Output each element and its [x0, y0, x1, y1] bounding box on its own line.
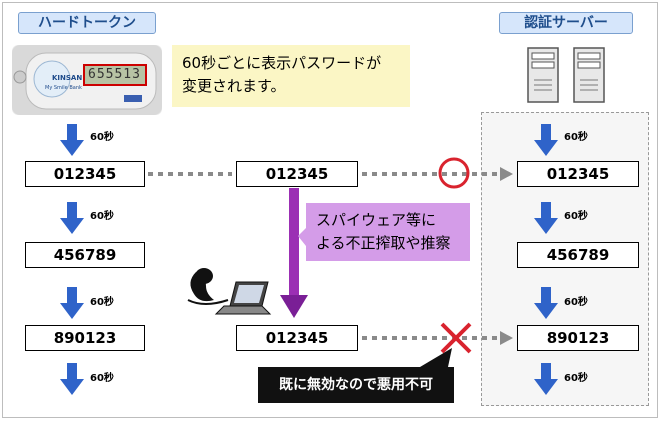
token-code-3: 890123: [25, 325, 145, 351]
intercepted-code-1: 012345: [236, 161, 358, 187]
interval-label: 60秒: [564, 132, 588, 143]
server-code-3: 890123: [517, 325, 639, 351]
token-brand: KINSAN: [52, 74, 83, 82]
hard-token-header: ハードトークン: [18, 12, 156, 34]
callout-line-1: 60秒ごとに表示パスワードが: [182, 54, 382, 72]
rotation-callout: 60秒ごとに表示パスワードが 変更されます。: [172, 45, 410, 107]
spyware-note-line-1: スパイウェア等に: [316, 211, 437, 229]
interval-arrow-icon: [60, 287, 84, 319]
spyware-note-line-2: よる不正搾取や推察: [316, 234, 451, 252]
interval-label: 60秒: [90, 297, 114, 308]
interval-arrow-icon: [534, 202, 558, 234]
server-code-2: 456789: [517, 242, 639, 268]
token-display: 655513: [88, 67, 141, 82]
token-code-1: 012345: [25, 161, 145, 187]
interval-label: 60秒: [564, 211, 588, 222]
spyware-note: スパイウェア等に よる不正搾取や推察: [306, 203, 470, 261]
interval-label: 60秒: [564, 373, 588, 384]
interval-label: 60秒: [90, 211, 114, 222]
server-code-1: 012345: [517, 161, 639, 187]
auth-server-header: 認証サーバー: [499, 12, 633, 34]
intercepted-code-2: 012345: [236, 325, 358, 351]
interval-label: 60秒: [90, 373, 114, 384]
interval-arrow-icon: [60, 202, 84, 234]
interval-label: 60秒: [564, 297, 588, 308]
interval-arrow-icon: [60, 363, 84, 395]
token-code-2: 456789: [25, 242, 145, 268]
interval-label: 60秒: [90, 132, 114, 143]
invalid-note: 既に無効なので悪用不可: [258, 367, 454, 403]
hard-token-device: KINSAN My Smile Bank 655513: [12, 45, 162, 115]
interval-arrow-icon: [534, 124, 558, 156]
callout-line-2: 変更されます。: [182, 77, 286, 95]
interval-arrow-icon: [534, 363, 558, 395]
interval-arrow-icon: [534, 287, 558, 319]
diagram-frame: [2, 2, 658, 418]
interval-arrow-icon: [60, 124, 84, 156]
token-brand-sub: My Smile Bank: [45, 85, 82, 91]
